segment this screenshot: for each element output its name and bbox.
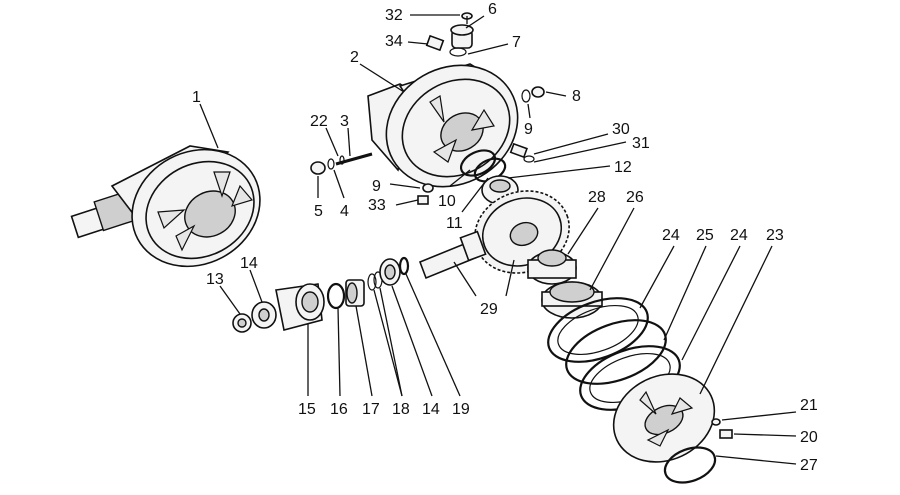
callout-10: 10	[438, 193, 456, 210]
part-13-nut	[232, 313, 252, 333]
part-8-plug	[531, 86, 545, 98]
callout-13: 13	[206, 271, 224, 288]
callout-8: 8	[572, 88, 581, 105]
part-6-cap	[450, 24, 474, 49]
callout-6: 6	[488, 1, 497, 18]
part-15-flange	[275, 283, 325, 331]
part-27-seal	[663, 446, 717, 484]
callout-33: 33	[368, 197, 386, 214]
part-18-ring-a	[367, 273, 377, 291]
callout-5: 5	[314, 203, 323, 220]
part-30-bolt	[509, 142, 528, 159]
part-23-cover	[612, 373, 716, 463]
callout-18: 18	[392, 401, 410, 418]
callout-24-left: 24	[662, 227, 680, 244]
callout-26: 26	[626, 189, 644, 206]
callout-23: 23	[766, 227, 784, 244]
part-20-bolt	[719, 429, 733, 439]
part-17-spacer	[345, 279, 365, 307]
callout-14-left: 14	[240, 255, 258, 272]
callout-1: 1	[192, 89, 201, 106]
callout-3: 3	[340, 113, 349, 130]
callout-22: 22	[310, 113, 328, 130]
part-24-disc-a-inner	[557, 304, 639, 356]
callout-15: 15	[298, 401, 316, 418]
part-28-carrier	[527, 249, 577, 285]
callout-11: 11	[446, 215, 463, 232]
leader-lines	[199, 14, 797, 465]
part-4-washer	[327, 158, 335, 170]
part-7-oring	[449, 47, 467, 57]
part-2-housing	[367, 63, 519, 188]
part-14-bearing-a	[251, 301, 277, 329]
callout-29: 29	[480, 301, 498, 318]
callout-34: 34	[385, 33, 403, 50]
part-25-disc	[565, 319, 667, 385]
part-32-screw	[461, 12, 473, 24]
part-16-oring	[326, 282, 346, 310]
part-21-washer	[711, 418, 721, 426]
part-9-washer-a	[521, 89, 531, 103]
callout-4: 4	[340, 203, 349, 220]
part-19-shim	[398, 256, 410, 276]
part-10-seal	[459, 149, 497, 177]
callout-9-mid: 9	[372, 178, 381, 195]
part-3-pin	[335, 152, 373, 166]
callout-31: 31	[632, 135, 650, 152]
part-33-bolt	[417, 195, 429, 205]
part-22-clip	[339, 155, 345, 165]
callout-21: 21	[800, 397, 818, 414]
callout-7: 7	[512, 34, 521, 51]
part-31-washer	[523, 155, 535, 163]
callout-19: 19	[452, 401, 470, 418]
callout-30: 30	[612, 121, 630, 138]
part-1-housing	[70, 145, 261, 268]
part-14-bearing-b	[379, 258, 401, 286]
callout-25: 25	[696, 227, 714, 244]
part-9-washer-b	[422, 183, 434, 193]
callout-32: 32	[385, 7, 403, 24]
callout-12: 12	[614, 159, 632, 176]
callout-24-right: 24	[730, 227, 748, 244]
callout-17: 17	[362, 401, 380, 418]
part-26-ring	[541, 281, 603, 319]
callout-28: 28	[588, 189, 606, 206]
callout-2: 2	[350, 49, 359, 66]
callout-20: 20	[800, 429, 818, 446]
callout-labels: 32 6 34 7 2 8 1 22 3 9 30 31 12 9 10 5 4…	[192, 1, 818, 474]
part-5-nut	[310, 161, 326, 175]
part-34-bolt	[425, 34, 445, 52]
callout-14-right: 14	[422, 401, 440, 418]
callout-9-top: 9	[524, 121, 533, 138]
callout-16: 16	[330, 401, 348, 418]
callout-27: 27	[800, 457, 818, 474]
